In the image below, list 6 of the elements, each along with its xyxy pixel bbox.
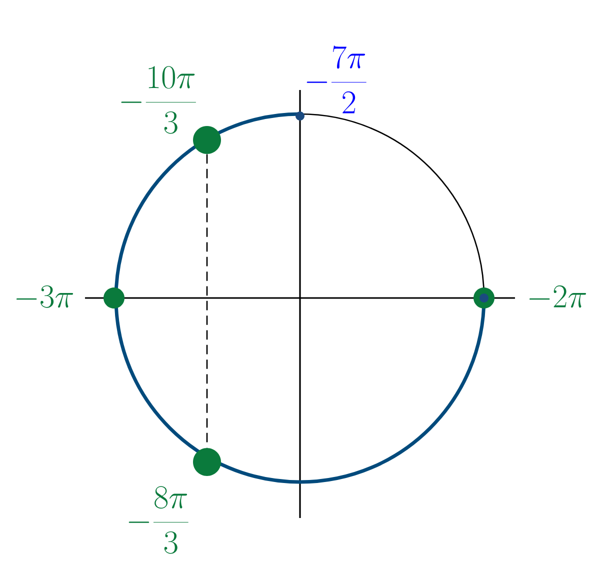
angle-label: $-\frac{8\pi}{3}$ [128, 486, 188, 554]
angle-label: $-3\pi$ [16, 285, 74, 308]
angle-label: $-\frac{10\pi}{3}$ [121, 66, 196, 134]
angle-label: $-2\pi$ [529, 285, 586, 308]
point-dot [193, 448, 221, 476]
angle-label: $-\frac{7\pi}{2}$ [306, 46, 366, 114]
